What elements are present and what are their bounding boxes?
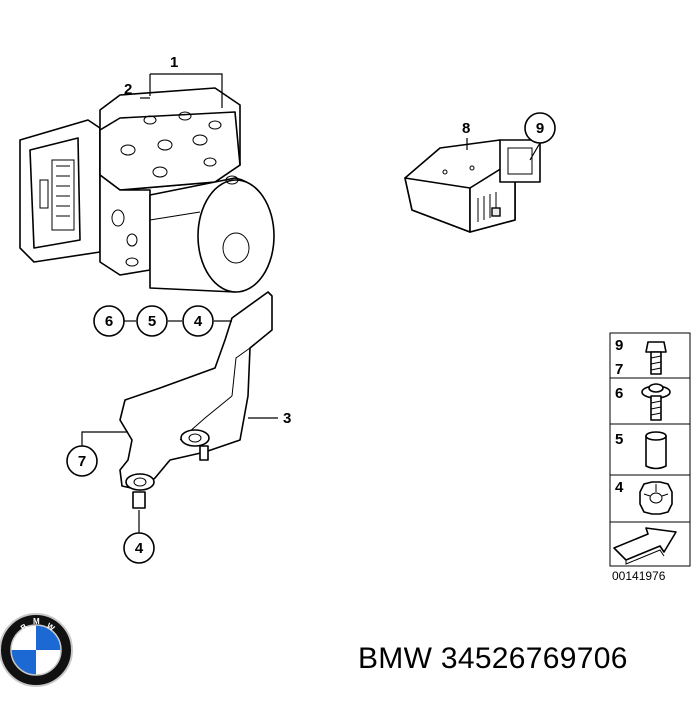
callout-1-leader [140, 73, 223, 108]
callout-6-circle [93, 305, 125, 337]
legend-label-5: 5 [615, 431, 623, 448]
callout-6: 6 [105, 313, 113, 330]
arrow-icon [613, 527, 677, 565]
flange-bolt-icon [641, 383, 671, 421]
callout-8: 8 [462, 120, 470, 137]
callout-9: 9 [536, 120, 544, 137]
svg-text:M: M [33, 617, 40, 626]
sleeve-icon [645, 431, 667, 470]
callout-2: 2 [124, 81, 132, 98]
callout-3: 3 [283, 410, 291, 427]
svg-text:B: B [19, 622, 29, 633]
abs-hydraulic-unit [19, 87, 275, 293]
callout-4a-circle [182, 305, 214, 337]
callout-5: 5 [148, 313, 156, 330]
drawing-number: 00141976 [612, 569, 666, 583]
svg-text:W: W [45, 621, 57, 633]
mounting-bracket [119, 291, 273, 509]
callout-4a: 4 [194, 313, 203, 330]
callout-7: 7 [78, 453, 86, 470]
callout-9-leader [529, 142, 541, 161]
bmw-logo: B M W [0, 613, 73, 687]
callout-5-circle [136, 305, 168, 337]
bolt-icon [645, 341, 667, 375]
callout-7-leader [81, 431, 128, 446]
callout-4b: 4 [135, 540, 144, 557]
legend-label-9: 9 [615, 337, 623, 354]
grommet-icon [639, 481, 673, 515]
callout-4b-circle [123, 532, 155, 564]
callout-7-circle [66, 445, 98, 477]
legend-label-6: 6 [615, 385, 623, 402]
legend-label-7: 7 [615, 361, 623, 378]
legend-label-4: 4 [615, 479, 624, 496]
control-unit-8 [404, 139, 541, 233]
part-caption: BMW 34526769706 [358, 642, 628, 675]
callout-1: 1 [170, 54, 178, 71]
hardware-legend [609, 332, 691, 567]
